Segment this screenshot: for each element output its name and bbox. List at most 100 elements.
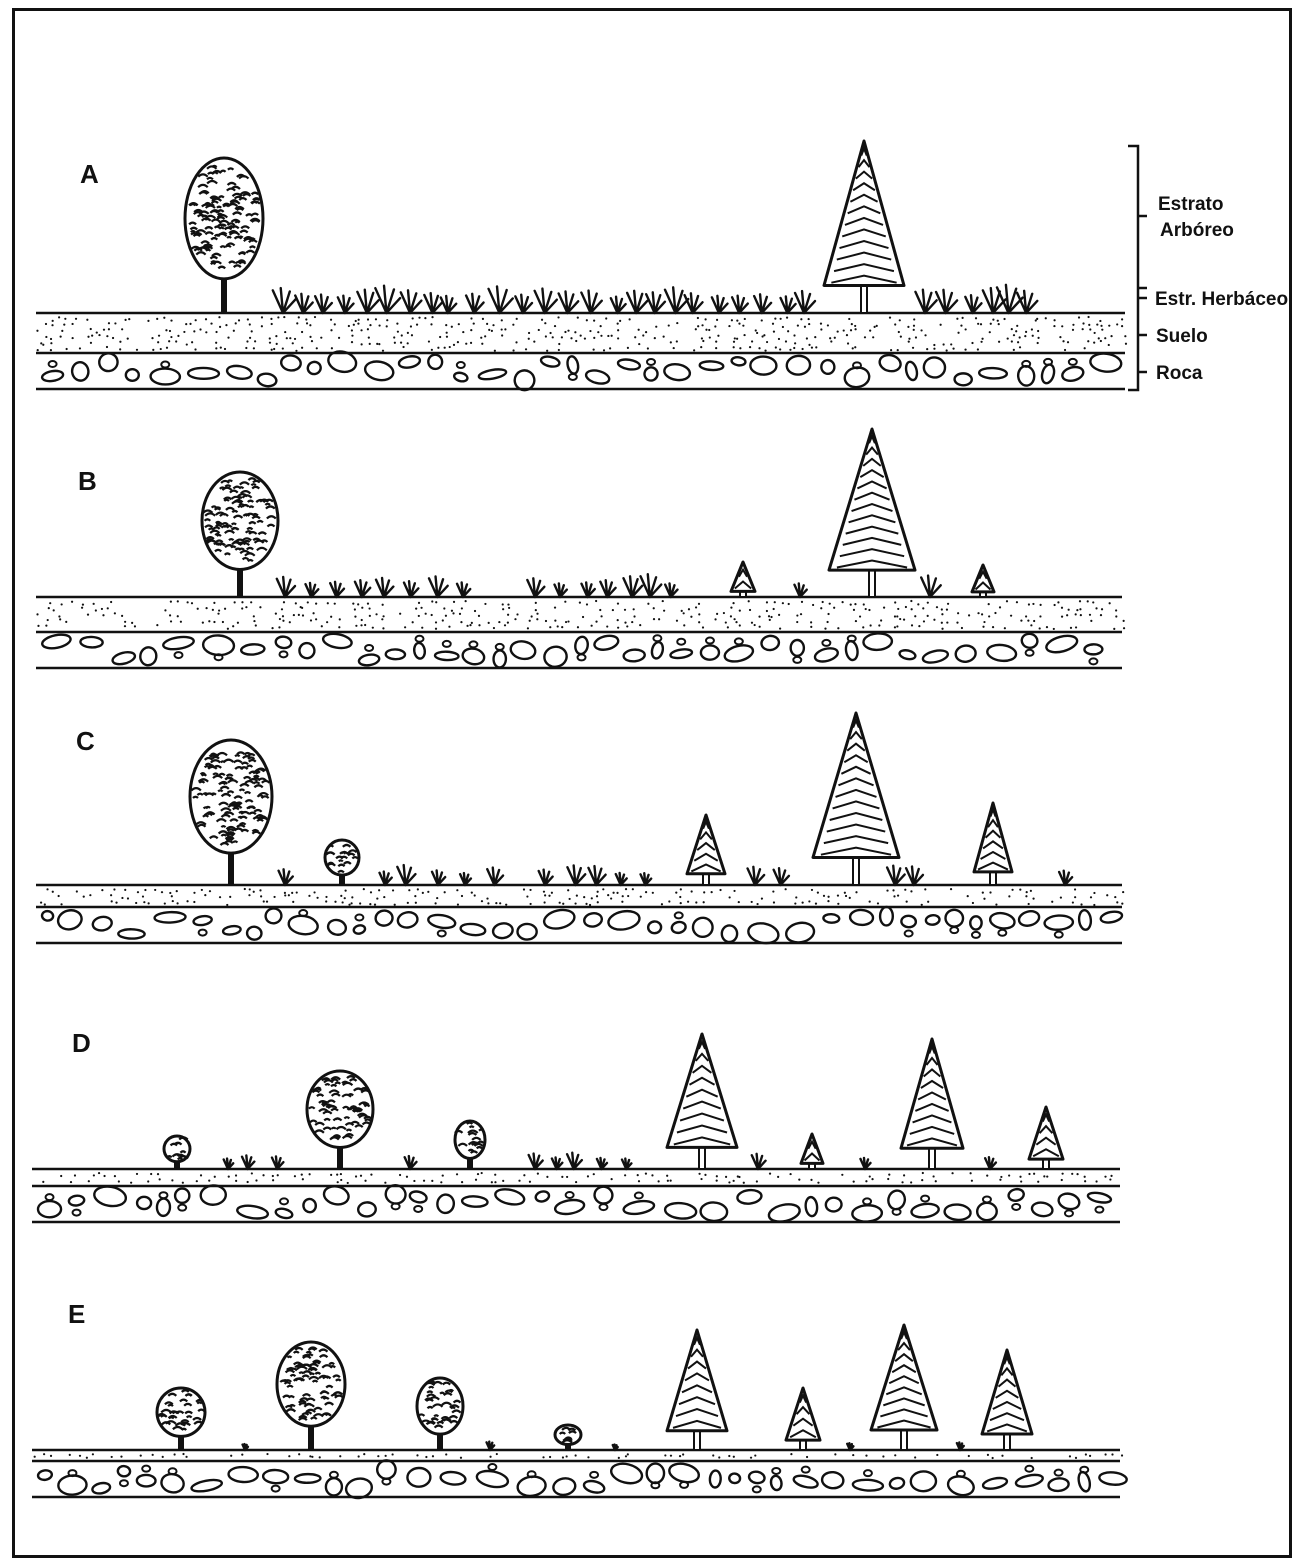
soil-dot: [1016, 601, 1018, 603]
soil-dot: [810, 626, 812, 628]
soil-dot: [778, 338, 780, 340]
soil-dot: [617, 627, 619, 629]
rock-stone: [650, 641, 664, 660]
rock-stone: [1089, 658, 1097, 664]
soil-dot: [769, 619, 771, 621]
crown-leaf-mark: [253, 778, 258, 779]
soil-dot: [124, 621, 126, 623]
soil-dot: [481, 1172, 483, 1174]
rock-stone: [750, 356, 776, 375]
soil-dot: [1016, 325, 1018, 327]
soil-dot: [507, 603, 509, 605]
soil-dot: [163, 317, 165, 319]
rock-stone: [651, 1482, 659, 1488]
broadleaf-tree: [417, 1378, 463, 1450]
soil-dot: [120, 1455, 122, 1457]
soil-dot: [408, 889, 410, 891]
crown-leaf-mark: [238, 506, 243, 507]
soil-dot: [865, 1180, 867, 1182]
rock-stone: [786, 355, 811, 376]
crown-leaf-mark: [225, 812, 230, 813]
soil-dot: [541, 319, 543, 321]
rock-stone: [453, 372, 468, 383]
grass-tuft: [795, 291, 815, 313]
soil-dot: [679, 1455, 681, 1457]
soil-dot: [1087, 600, 1089, 602]
soil-dot: [730, 615, 732, 617]
rock-stone: [583, 912, 603, 928]
soil-dot: [110, 601, 112, 603]
soil-layer: [42, 1172, 1112, 1184]
soil-dot: [1037, 1181, 1039, 1183]
soil-dot: [69, 1454, 71, 1456]
rock-layer: [37, 1459, 1127, 1499]
soil-dot: [340, 895, 342, 897]
soil-dot: [397, 331, 399, 333]
soil-dot: [773, 901, 775, 903]
crown-leaf-mark: [219, 196, 224, 197]
soil-dot: [527, 627, 529, 629]
rock-stone: [92, 915, 113, 931]
soil-dot: [224, 348, 226, 350]
rock-stone: [1065, 1210, 1073, 1216]
crown-leaf-mark: [180, 1151, 185, 1152]
soil-dot: [927, 615, 929, 617]
soil-dot: [729, 896, 731, 898]
soil-dot: [58, 615, 60, 617]
soil-dot: [169, 892, 171, 894]
soil-dot: [965, 328, 967, 330]
rock-stone: [38, 1201, 61, 1217]
soil-dot: [1000, 1176, 1002, 1178]
soil-dot: [668, 900, 670, 902]
soil-dot: [159, 1178, 161, 1180]
soil-dot: [591, 897, 593, 899]
crown-leaf-mark: [232, 523, 236, 524]
soil-dot: [545, 335, 547, 337]
soil-dot: [766, 341, 768, 343]
soil-dot: [525, 348, 527, 350]
soil-dot: [567, 330, 569, 332]
conifer-tree: [667, 1330, 727, 1450]
rock-stone: [295, 1474, 321, 1483]
soil-dot: [431, 1180, 433, 1182]
crown-leaf-mark: [167, 1156, 172, 1157]
rock-stone: [574, 636, 589, 655]
soil-dot: [121, 328, 123, 330]
soil-dot: [416, 324, 418, 326]
soil-dot: [230, 1455, 232, 1457]
grass-layer: [279, 865, 1073, 885]
soil-dot: [766, 610, 768, 612]
soil-dot: [977, 612, 979, 614]
soil-dot: [309, 1455, 311, 1457]
soil-dot: [337, 1181, 339, 1183]
crown-leaf-mark: [221, 826, 225, 827]
grass-tuft: [732, 296, 748, 313]
soil-dot: [855, 620, 857, 622]
soil-dot: [410, 325, 412, 327]
soil-dot: [301, 607, 303, 609]
soil-dot: [681, 610, 683, 612]
soil-dot: [854, 346, 856, 348]
soil-dot: [215, 342, 217, 344]
soil-dot: [871, 1178, 873, 1180]
soil-dot: [702, 626, 704, 628]
soil-dot: [924, 888, 926, 890]
soil-dot: [40, 901, 42, 903]
soil-dot: [44, 903, 46, 905]
soil-dot: [291, 892, 293, 894]
soil-dot: [254, 340, 256, 342]
soil-dot: [1099, 320, 1101, 322]
rock-stone: [593, 634, 619, 652]
soil-dot: [627, 347, 629, 349]
soil-dot: [1046, 626, 1048, 628]
conifer-tree: [667, 1034, 737, 1169]
soil-dot: [270, 318, 272, 320]
rock-stone: [566, 355, 580, 374]
rock-stone: [1099, 1471, 1127, 1486]
grass-layer: [277, 574, 941, 597]
soil-dot: [60, 1175, 62, 1177]
rock-stone: [175, 1188, 190, 1203]
soil-dot: [549, 1456, 551, 1458]
soil-dot: [1031, 1457, 1033, 1459]
soil-dot: [946, 621, 948, 623]
